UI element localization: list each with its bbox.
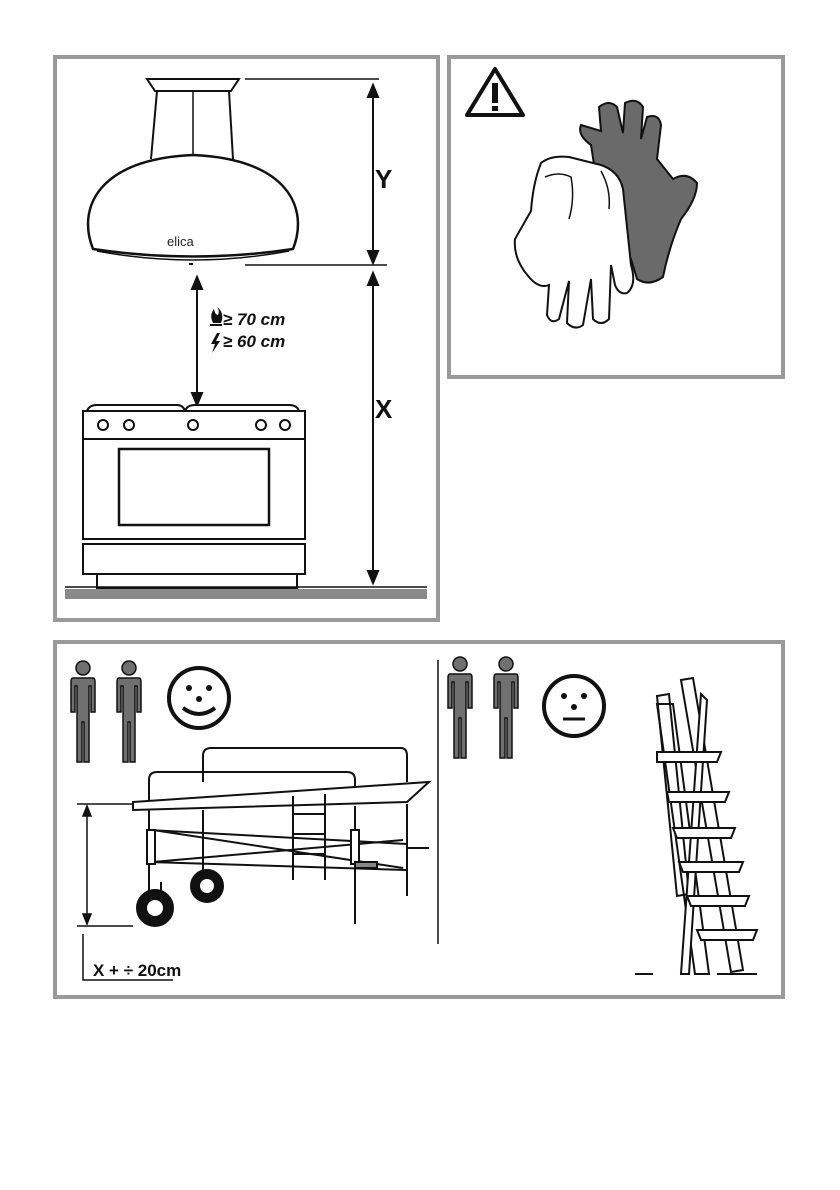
person-icon [117,661,141,762]
trolley-wheel [191,866,223,902]
cooker [83,405,305,588]
tools-illustration [57,644,781,995]
person-icon [448,657,472,758]
neutral-face-icon [544,676,604,736]
hob-distance-arrow [192,277,202,405]
gas-hob-distance: ≥ 70 cm [223,310,285,330]
lift-trolley [133,748,429,924]
dimension-label-x: X [375,394,392,425]
hood-brand-logo: elica [167,233,194,251]
person-icon [71,661,95,762]
step-ladder [635,678,757,974]
hood-canopy [147,79,239,159]
warning-triangle-icon [467,69,523,115]
happy-face-icon [169,668,229,728]
electric-hob-distance: ≥ 60 cm [223,332,285,352]
dimension-label-y: Y [375,164,392,195]
installation-tools-panel: X + ÷ 20cm [53,640,785,999]
gas-flame-icon [210,307,222,326]
work-gloves-icon [515,101,697,328]
hood-installation-panel: elica Y X ≥ 70 cm ≥ 60 cm [53,55,440,622]
trolley-wheel [137,882,173,926]
safety-illustration [451,59,781,375]
lightning-icon [211,333,220,353]
installation-height-note: X + ÷ 20cm [93,961,181,981]
person-icon [494,657,518,758]
safety-gloves-panel [447,55,785,379]
cooker-knobs [98,420,290,430]
x-dimension-arrow [368,273,378,583]
brand-name: elica [167,234,194,249]
